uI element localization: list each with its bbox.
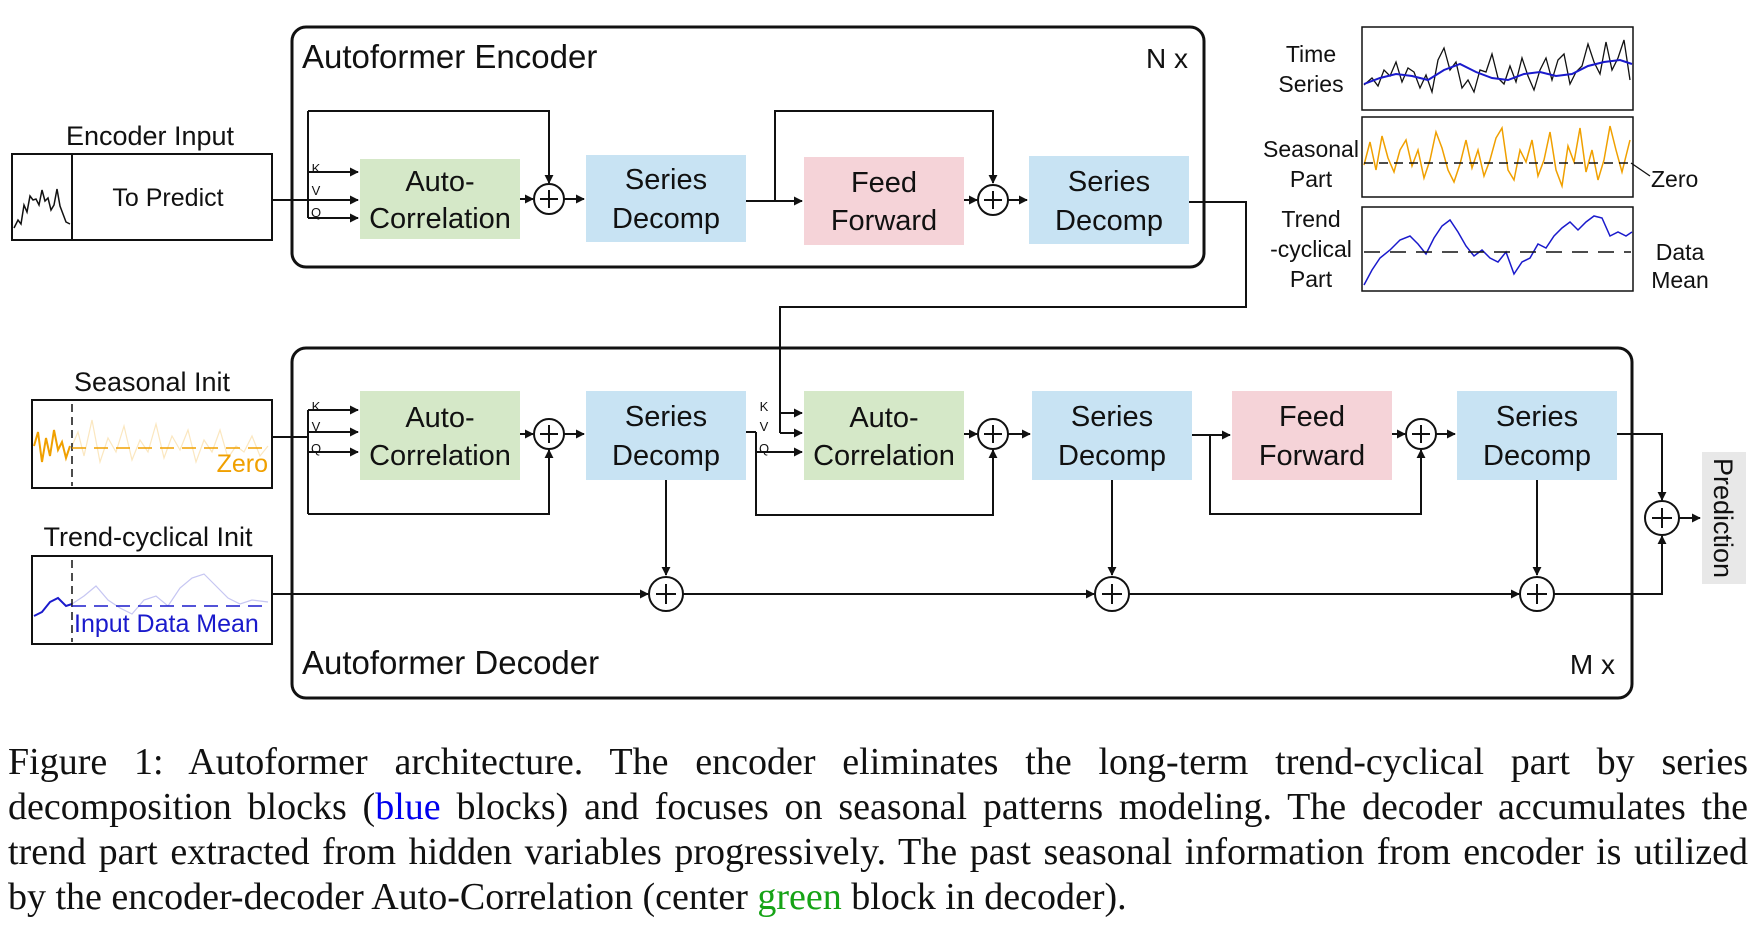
legend-trend-wave [1363, 215, 1633, 286]
decoder-ff-line2: Forward [1259, 440, 1365, 472]
encoder-decomp2-line1: Series [1068, 166, 1150, 198]
to-predict-label: To Predict [112, 184, 223, 212]
encoder-title: Autoformer Encoder [302, 38, 597, 75]
legend-seasonal-line2: Part [1290, 166, 1333, 192]
decoder-autocorr2-line1: Auto- [849, 402, 918, 434]
legend-data-mean-line2: Mean [1651, 267, 1709, 293]
trend-add-node-2 [1094, 576, 1130, 612]
encoder-feed-forward-block [804, 157, 964, 245]
decoder-series-decomp-1 [586, 391, 746, 480]
encoder-series-decomp-1 [586, 155, 746, 242]
decoder-title: Autoformer Decoder [302, 644, 599, 681]
decoder-decomp3-line1: Series [1496, 401, 1578, 433]
autoformer-diagram: Autoformer Encoder N x Encoder Input To … [11, 25, 1746, 700]
encoder-autocorr-line2: Correlation [369, 203, 511, 235]
decoder-autocorr2-line2: Correlation [813, 440, 955, 472]
legend-time-series-box [1361, 26, 1634, 111]
final-add-node [1644, 500, 1680, 536]
legend-trend-line2: -cyclical [1270, 236, 1352, 262]
decoder-autocorrelation-block-1 [360, 391, 520, 480]
encoder-add-node-1 [533, 183, 565, 215]
decoder-k-label-2: K [760, 399, 769, 414]
encoder-repeat: N x [1146, 43, 1188, 74]
decoder-decomp2-line1: Series [1071, 401, 1153, 433]
encoder-ff-line1: Feed [851, 167, 917, 199]
legend-seasonal-box [1361, 116, 1634, 198]
legend-time-series-trend [1363, 58, 1633, 85]
legend-zero-label: Zero [1651, 166, 1698, 192]
decoder-series-decomp-3 [1457, 391, 1617, 480]
encoder-v-label: V [312, 183, 321, 198]
seasonal-init-label: Seasonal Init [74, 367, 231, 397]
caption-text-1: Figure 1: Autoformer architecture. The e… [8, 741, 1748, 828]
figure-caption: Figure 1: Autoformer architecture. The e… [8, 740, 1748, 920]
encoder-decomp1-line2: Decomp [612, 203, 720, 235]
decoder-decomp1-line1: Series [625, 401, 707, 433]
encoder-k-label: K [312, 161, 321, 176]
encoder-autocorrelation-block [360, 159, 520, 239]
decoder-autocorr1-line2: Correlation [369, 440, 511, 472]
trend-init-label: Trend-cyclical Init [43, 522, 253, 552]
encoder-autocorr-line1: Auto- [405, 166, 474, 198]
legend-time-series-line1: Time [1286, 41, 1336, 67]
encoder-decomp2-line2: Decomp [1055, 205, 1163, 237]
caption-text-2: blocks) and focuses on seasonal patterns… [8, 786, 1748, 918]
decoder-add-node-3 [1405, 418, 1437, 450]
trend-add-node-3 [1519, 576, 1555, 612]
caption-text-3: block in decoder). [841, 876, 1127, 918]
decoder-series-decomp-2 [1032, 391, 1192, 480]
encoder-q-label: Q [311, 205, 321, 220]
decoder-add-node-1 [533, 418, 565, 450]
legend-data-mean-line1: Data [1656, 239, 1705, 265]
decoder-q-label-2: Q [759, 441, 769, 456]
decoder-v-label-1: V [312, 419, 321, 434]
caption-green-word: green [757, 876, 842, 918]
decoder-feed-forward-block [1232, 391, 1392, 480]
encoder-input-waveform [13, 188, 71, 229]
decoder-v-label-2: V [760, 419, 769, 434]
decoder-decomp3-line2: Decomp [1483, 440, 1591, 472]
decoder-decomp1-line2: Decomp [612, 440, 720, 472]
encoder-frame [290, 25, 1206, 269]
legend-trend-box [1361, 206, 1634, 292]
encoder-add-node-2 [977, 184, 1009, 216]
seasonal-init-history-wave [33, 429, 71, 463]
legend-seasonal-line1: Seasonal [1263, 136, 1359, 162]
decoder-k-label-1: K [312, 399, 321, 414]
encoder-ff-line2: Forward [831, 205, 937, 237]
trend-init-history-wave [33, 596, 73, 617]
decoder-decomp2-line2: Decomp [1058, 440, 1166, 472]
trend-init-mean-label: Input Data Mean [74, 610, 259, 638]
decoder-add-node-2 [977, 418, 1009, 450]
prediction-box [1702, 452, 1746, 584]
trend-add-node-1 [648, 576, 684, 612]
decoder-q-label-1: Q [311, 441, 321, 456]
caption-blue-word: blue [375, 786, 441, 828]
encoder-input-label: Encoder Input [66, 121, 235, 151]
encoder-series-decomp-2 [1029, 156, 1189, 244]
decoder-autocorr1-line1: Auto- [405, 402, 474, 434]
legend-trend-line3: Part [1290, 266, 1333, 292]
seasonal-init-zero-label: Zero [217, 450, 268, 478]
encoder-decomp1-line1: Series [625, 164, 707, 196]
legend-seasonal-wave [1363, 125, 1631, 189]
decoder-repeat: M x [1570, 649, 1615, 680]
decoder-autocorrelation-block-2 [804, 391, 964, 480]
legend-time-series-line2: Series [1278, 71, 1343, 97]
legend-trend-line1: Trend [1281, 206, 1340, 232]
decoder-ff-line1: Feed [1279, 401, 1345, 433]
prediction-label: Prediction [1708, 458, 1738, 578]
decoder-frame [290, 346, 1634, 700]
